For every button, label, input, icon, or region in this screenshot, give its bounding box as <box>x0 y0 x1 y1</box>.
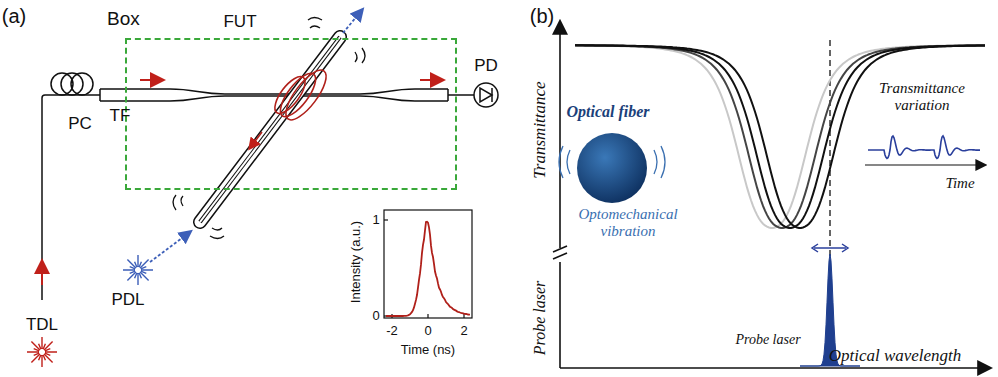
part-label: TDL <box>26 316 58 335</box>
panel-label: (a) <box>2 5 26 27</box>
annotation: Transmittance variation <box>867 80 977 113</box>
tick-label: 1 <box>372 213 379 227</box>
part-label: FUT <box>223 13 256 32</box>
annotation: Optical fiber <box>566 103 649 121</box>
tick-label: -2 <box>386 324 398 338</box>
inset-axes <box>384 210 472 318</box>
annotation: Optomechanical vibration <box>553 206 703 239</box>
axis-title: Intensity (a.u.) <box>349 221 363 303</box>
axis-title: Time <box>945 175 974 192</box>
axis-title: Time (ns) <box>401 343 455 357</box>
tick-label: 2 <box>460 324 467 338</box>
panel-label: (b) <box>530 5 554 27</box>
fiber-under-test <box>200 37 340 222</box>
axis-title: Transmittance <box>531 81 550 178</box>
photodetector-symbol <box>474 83 498 107</box>
box-title: Box <box>107 8 140 30</box>
tick-label: 0 <box>424 324 431 338</box>
part-label: PC <box>68 115 92 134</box>
fiber-cross-section <box>577 133 647 203</box>
annotation: Probe laser <box>735 332 800 347</box>
laser-source <box>123 255 153 285</box>
part-label: PDL <box>111 291 144 310</box>
tick-label: 0 <box>372 309 379 323</box>
axis-title: Optical wavelength <box>829 347 962 366</box>
axis-title: Probe laser <box>531 281 549 356</box>
axes <box>553 22 990 368</box>
dashed-enclosure: Box <box>125 38 457 190</box>
part-label: TF <box>110 107 131 126</box>
part-label: PD <box>474 57 498 76</box>
fiber-path <box>42 73 474 300</box>
laser-source <box>27 337 57 367</box>
